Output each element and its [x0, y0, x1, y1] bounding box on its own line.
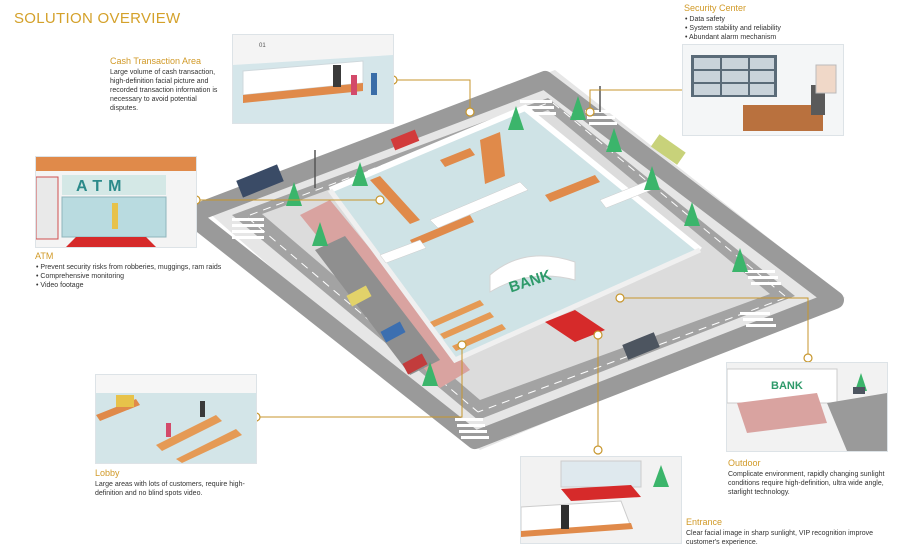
connector-lines: [196, 79, 809, 450]
security-bullet: Abundant alarm mechanism: [689, 33, 834, 42]
cash-area-heading: Cash Transaction Area: [110, 56, 202, 66]
security-bullet: System stability and reliability: [689, 24, 834, 33]
entrance-caption: Entrance Clear facial image in sharp sun…: [686, 517, 891, 547]
entrance-heading: Entrance: [686, 517, 723, 527]
outdoor-caption: Outdoor Complicate environment, rapidly …: [728, 458, 888, 497]
bank-floor: [330, 108, 700, 360]
road-ring: [181, 71, 844, 449]
atm-bullet: Prevent security risks from robberies, m…: [40, 263, 235, 272]
security-bullet: Data safety: [689, 15, 834, 24]
parking-lot: [315, 236, 440, 375]
security-center-heading: Security Center: [684, 3, 747, 13]
security-center-caption: Security Center Data safety System stabi…: [684, 3, 834, 42]
atm-caption: ATM Prevent security risks from robberie…: [35, 251, 235, 290]
lobby-thumbnail: [95, 374, 257, 464]
cash-area-text: Large volume of cash transaction, high-d…: [110, 69, 218, 112]
outdoor-heading: Outdoor: [728, 458, 761, 468]
atm-heading: ATM: [35, 251, 54, 261]
lobby-text: Large areas with lots of customers, requ…: [95, 481, 245, 497]
cash-area-caption: Cash Transaction Area Large volume of ca…: [110, 56, 225, 113]
entrance-text: Clear facial image in sharp sunlight, VI…: [686, 530, 874, 546]
counters: [379, 179, 657, 264]
lobby-caption: Lobby Large areas with lots of customers…: [95, 468, 255, 498]
atm-bullet: Comprehensive monitoring: [40, 272, 235, 281]
entrance-carpet: [545, 310, 605, 342]
entrance-thumbnail: [520, 456, 682, 544]
svg-text:BANK: BANK: [771, 380, 803, 392]
trees: [286, 96, 748, 386]
outdoor-thumbnail: BANK: [726, 362, 888, 452]
vehicles: [236, 129, 686, 375]
svg-text:ATM: ATM: [76, 178, 127, 195]
lobby-heading: Lobby: [95, 468, 120, 478]
cash-area-thumbnail: 01: [232, 34, 394, 124]
atm-thumbnail: ATM: [35, 156, 197, 248]
security-center-thumbnail: [682, 44, 844, 136]
crosswalks: [232, 100, 781, 439]
svg-text:01: 01: [259, 43, 266, 49]
interior-partitions: [370, 132, 600, 247]
page-title: SOLUTION OVERVIEW: [14, 10, 181, 27]
outdoor-text: Complicate environment, rapidly changing…: [728, 471, 885, 496]
atm-bullet: Video footage: [40, 281, 235, 290]
